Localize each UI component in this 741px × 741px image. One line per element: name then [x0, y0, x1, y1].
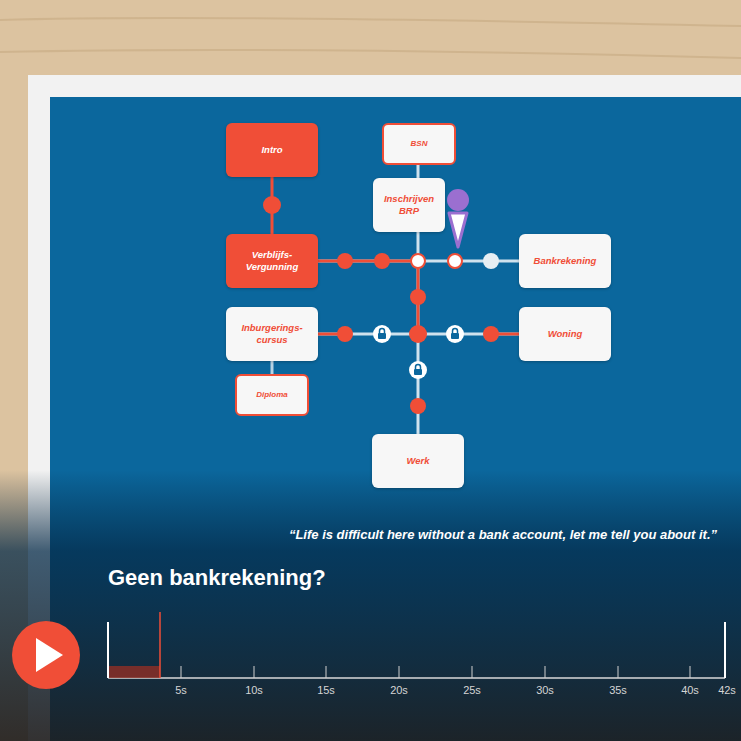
shade-overlay: [0, 470, 741, 741]
route-line: [417, 165, 420, 178]
station-box: Verblijfs- Vergunning: [226, 234, 318, 288]
time-tick-label: 42s: [718, 684, 736, 696]
sub-station-box: Diploma: [235, 374, 309, 416]
station-label: Woning: [548, 328, 583, 340]
playhead: [159, 612, 161, 678]
time-tick-label: 20s: [390, 684, 408, 696]
station-label: Diploma: [256, 390, 288, 400]
play-circle: [12, 621, 80, 689]
station-box: Intro: [226, 123, 318, 177]
time-tick-label: 30s: [536, 684, 554, 696]
sub-station-box: BSN: [382, 123, 456, 165]
station-label: Verblijfs- Vergunning: [232, 249, 312, 273]
station-label: Inburgerings- cursus: [232, 322, 312, 346]
timeline: [108, 612, 725, 678]
station-open: [411, 254, 462, 268]
time-tick-label: 40s: [681, 684, 699, 696]
quote-subtitle: “Life is difficult here without a bank a…: [289, 527, 717, 542]
station-label: Intro: [261, 144, 282, 156]
time-tick-label: 10s: [245, 684, 263, 696]
time-tick-label: 15s: [317, 684, 335, 696]
station-label: Bankrekening: [534, 255, 597, 267]
station-label: Inschrijven BRP: [379, 193, 439, 217]
time-tick-label: 5s: [175, 684, 187, 696]
timeline-ticks: [181, 666, 690, 678]
station-box: Inburgerings- cursus: [226, 307, 318, 361]
play-button: [12, 621, 80, 689]
progress-bar: [109, 666, 160, 678]
station-future: [483, 253, 499, 269]
time-tick-label: 35s: [609, 684, 627, 696]
timeline-end: [107, 622, 109, 678]
station-box: Bankrekening: [519, 234, 611, 288]
time-tick-label: 25s: [463, 684, 481, 696]
wood-grain: [0, 18, 741, 58]
route-line: [271, 361, 274, 374]
station-box: Woning: [519, 307, 611, 361]
active-route: [318, 261, 519, 334]
timeline-axis: [108, 677, 725, 679]
station-box: Inschrijven BRP: [373, 178, 445, 232]
station-label: Werk: [406, 455, 429, 467]
lock-station: [373, 325, 464, 379]
play-triangle: [36, 638, 63, 672]
video-title: Geen bankrekening?: [108, 565, 326, 591]
timeline-end: [724, 622, 726, 678]
station-box: Werk: [372, 434, 464, 488]
location-pin: [447, 189, 469, 247]
station-label: BSN: [411, 139, 428, 149]
